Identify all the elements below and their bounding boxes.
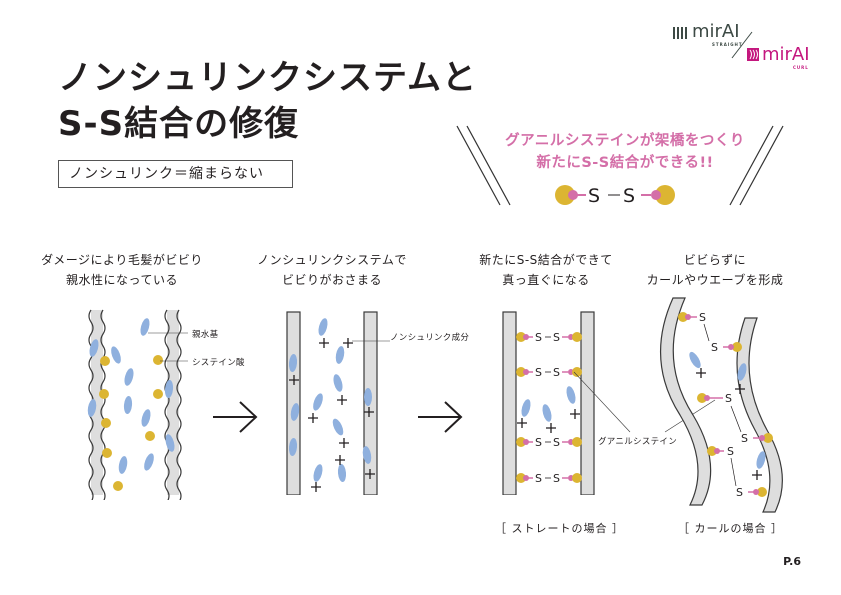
step-caption-4: ビビらずに カールやウエーブを形成 bbox=[615, 250, 815, 290]
svg-text:S: S bbox=[535, 436, 542, 449]
step3-line1: 新たにS-S結合ができて bbox=[479, 253, 613, 267]
diagram-nonshrink bbox=[286, 311, 390, 495]
logo-mirai-straight bbox=[673, 22, 773, 52]
logo-straight-text: mirAI bbox=[692, 21, 740, 42]
label-guanyl-cysteine: グアニルシステイン bbox=[598, 437, 678, 447]
subtitle-box: ノンシュリンク＝縮まらない bbox=[58, 160, 293, 188]
page-title: ノンシュリンクシステムと S-S結合の修復 bbox=[58, 55, 477, 147]
cysteine-dot-right bbox=[655, 185, 675, 205]
guanyl-dot-right bbox=[651, 190, 661, 200]
guanyl-dot-left bbox=[568, 190, 578, 200]
hair-strand-right bbox=[580, 311, 595, 495]
label-cysteic-acid: システイン酸 bbox=[192, 358, 245, 368]
step2-line2: ビビりがおさまる bbox=[281, 273, 382, 287]
label-nonshrink-component: ノンシュリンク成分 bbox=[390, 333, 470, 343]
step-caption-2: ノンシュリンクシステムで ビビりがおさまる bbox=[232, 250, 432, 290]
nonshrink-plus-marks bbox=[696, 368, 762, 480]
nonshrink-plus-marks bbox=[289, 338, 375, 492]
step-caption-1: ダメージにより毛髪がビビり 親水性になっている bbox=[22, 250, 222, 290]
arrow-right-icon bbox=[418, 401, 463, 433]
step-caption-3: 新たにS-S結合ができて 真っ直ぐになる bbox=[446, 250, 646, 290]
step4-line1: ビビらずに bbox=[683, 253, 747, 267]
hydrophilic-groups bbox=[288, 318, 372, 482]
svg-text:S: S bbox=[699, 311, 706, 324]
cysteine-dot-left bbox=[555, 185, 575, 205]
cysteic-acid-dots bbox=[99, 355, 163, 491]
logo-straight-sub: STRAIGHT bbox=[712, 42, 743, 47]
step2-line1: ノンシュリンクシステムで bbox=[257, 253, 407, 267]
svg-text:S: S bbox=[535, 472, 542, 485]
svg-text:S: S bbox=[535, 331, 542, 344]
page-number: P.6 bbox=[783, 555, 801, 568]
label-hydrophilic: 親水基 bbox=[192, 330, 219, 340]
hydrophilic-groups bbox=[87, 318, 175, 474]
curl-logo-mark-icon bbox=[747, 48, 759, 61]
page-title-line1: ノンシュリンクシステムと bbox=[58, 58, 477, 98]
svg-text:S: S bbox=[727, 445, 734, 458]
hydrophilic-groups bbox=[521, 386, 576, 422]
highlight-line2: 新たにS-S結合ができる!! bbox=[536, 155, 714, 171]
highlight-text: グアニルシステインが架橋をつくり 新たにS-S結合ができる!! bbox=[470, 130, 780, 174]
straight-logo-mark-icon bbox=[673, 27, 687, 39]
bond-s-right: S bbox=[623, 185, 635, 207]
highlight-burst-lines bbox=[456, 125, 784, 206]
case-label-curl: ［ カールの場合 ］ bbox=[678, 522, 783, 535]
logo-brand: mirAI bbox=[762, 44, 810, 65]
svg-text:S: S bbox=[553, 366, 560, 379]
svg-text:S: S bbox=[725, 392, 732, 405]
svg-text:S: S bbox=[711, 341, 718, 354]
arrow-right-icon bbox=[213, 401, 258, 433]
diagram-damaged-hair bbox=[87, 309, 188, 500]
ss-bond-diagram: S S bbox=[555, 185, 675, 207]
logo-curl-sub: CURL bbox=[793, 65, 809, 70]
logo-brand: mirAI bbox=[692, 21, 740, 42]
hydrophilic-groups bbox=[689, 351, 766, 469]
step1-line1: ダメージにより毛髪がビビり bbox=[41, 253, 203, 267]
page-title-line2: S-S結合の修復 bbox=[58, 104, 300, 144]
svg-text:S: S bbox=[553, 331, 560, 344]
case-label-straight: ［ ストレートの場合 ］ bbox=[495, 522, 624, 535]
step3-line2: 真っ直ぐになる bbox=[502, 273, 590, 287]
highlight-line1: グアニルシステインが架橋をつくり bbox=[505, 133, 745, 149]
step4-line2: カールやウエーブを形成 bbox=[646, 273, 784, 287]
step1-line2: 親水性になっている bbox=[66, 273, 178, 287]
logo-divider-slash bbox=[731, 31, 753, 59]
svg-text:S: S bbox=[553, 472, 560, 485]
nonshrink-plus-marks bbox=[517, 409, 580, 433]
diagram-curl-case: SSS SSS bbox=[660, 297, 783, 513]
svg-text:S: S bbox=[535, 366, 542, 379]
hair-strand-left bbox=[91, 310, 103, 495]
hair-strand-left bbox=[286, 311, 301, 495]
hair-strand-right bbox=[736, 317, 783, 513]
hair-strand-left bbox=[660, 297, 712, 506]
hair-strand-left bbox=[502, 311, 517, 495]
sulfur-labels: SSS SSS bbox=[699, 311, 748, 499]
svg-text:S: S bbox=[553, 436, 560, 449]
svg-text:S: S bbox=[736, 486, 743, 499]
logo-curl-text: mirAI bbox=[762, 44, 810, 65]
bond-s-left: S bbox=[588, 185, 600, 207]
cysteine-dots bbox=[678, 312, 773, 497]
svg-text:S: S bbox=[741, 432, 748, 445]
